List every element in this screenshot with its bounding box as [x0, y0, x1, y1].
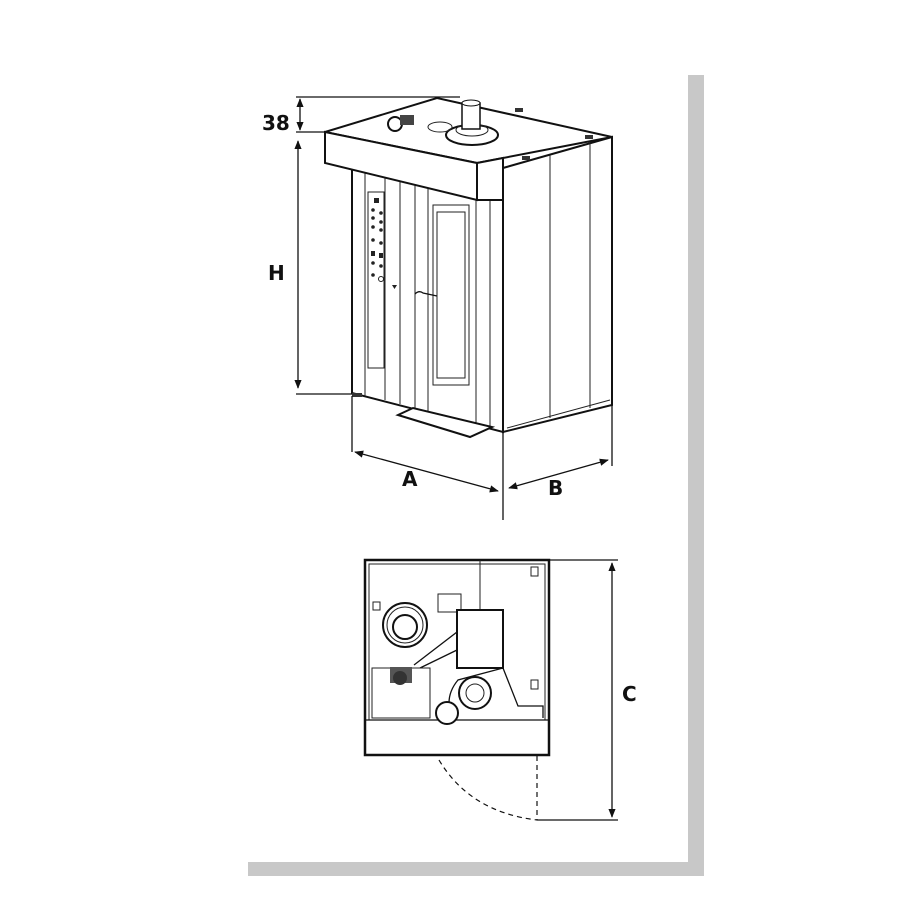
control-knobs: [371, 198, 384, 282]
dimension-label-38: 38: [262, 111, 290, 135]
dimension-c: C: [537, 559, 637, 821]
blower-fan: [458, 676, 492, 710]
oven-side-panel: [502, 135, 613, 434]
vent-box: [437, 593, 462, 613]
oven-plan-view: [363, 558, 551, 821]
heat-exchanger: [456, 609, 504, 669]
dimension-label-b: B: [548, 476, 563, 500]
door-swing-arc: [438, 759, 538, 821]
fan-motor: [461, 102, 481, 130]
dimension-label-c: C: [622, 682, 637, 706]
dimension-h: H: [268, 140, 352, 395]
burner-motor: [387, 116, 403, 132]
dimension-b: B: [508, 405, 613, 500]
dimension-label-h: H: [268, 261, 285, 285]
oven-perspective-view: [324, 96, 613, 439]
dimension-label-a: A: [402, 467, 418, 491]
door-handle: [414, 291, 438, 297]
floor-ramp: [395, 406, 496, 439]
wall: [248, 75, 704, 876]
dimension-a: A: [351, 396, 504, 520]
dimension-38: 38: [262, 96, 460, 135]
control-panel: [367, 191, 385, 369]
drain-circle: [435, 701, 459, 725]
door-lock-icon: [392, 285, 397, 289]
